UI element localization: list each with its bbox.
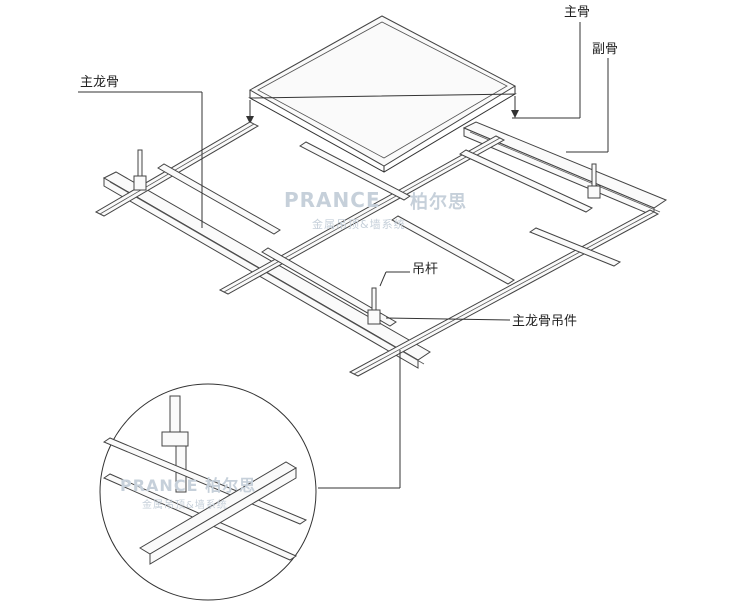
secondary-keel-1	[94, 121, 260, 217]
watermark-detail-tagline: 金属吊顶&墙系统	[142, 500, 228, 511]
secondary-keel-2	[218, 135, 506, 295]
secondary-keel-3	[348, 209, 660, 377]
label-secondary-bone: 副骨	[592, 42, 619, 57]
watermark-tagline: 金属吊顶&墙系统	[312, 218, 406, 231]
panel-arrows	[246, 96, 519, 124]
watermark-brand-latin: PRANCE	[284, 188, 381, 212]
watermark-detail-brand: PRANCE 柏尔思	[120, 476, 257, 495]
detail-callout	[99, 383, 317, 601]
label-main-keel-hanger: 主龙骨吊件	[512, 314, 578, 329]
label-main-keel: 主龙骨	[80, 75, 120, 90]
cross-tees	[157, 141, 622, 327]
label-hanger-rod: 吊杆	[412, 262, 439, 277]
hanger-rods	[133, 149, 601, 325]
watermark-brand-cn: 柏尔思	[410, 192, 467, 213]
leader-lines	[78, 22, 609, 489]
ceiling-panel	[248, 15, 517, 173]
label-main-bone: 主骨	[564, 5, 591, 20]
